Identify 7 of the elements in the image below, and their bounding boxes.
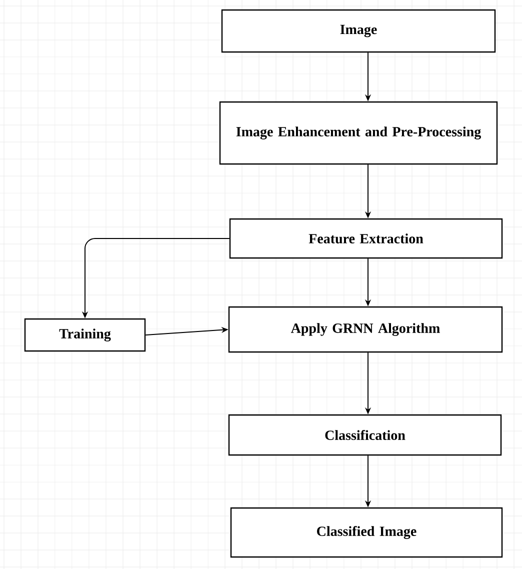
process-box: Image Enhancement and Pre-Processing [219, 101, 498, 165]
process-box: Classification [228, 414, 502, 456]
process-box: Apply GRNN Algorithm [228, 306, 503, 353]
training-box: Training [24, 318, 146, 352]
process-box: Feature Extraction [229, 218, 503, 259]
process-box: Classified Image [230, 507, 503, 558]
process-box: Image [221, 9, 496, 53]
